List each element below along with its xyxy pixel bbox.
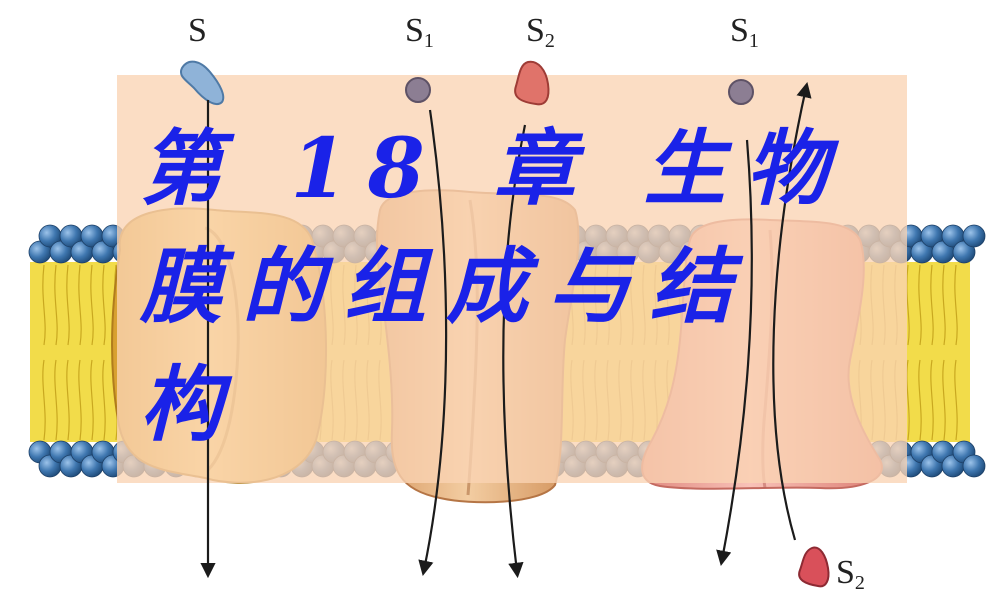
lipid-tail [42,264,46,441]
solute-s-blue-icon [180,60,225,106]
label-s1-right-text: S [730,12,749,49]
solute-s1-icon [405,77,431,103]
lipid-tail [942,264,946,441]
lipid-head [962,454,986,478]
label-s2-bottom-sub: 2 [854,572,865,594]
label-s2-bottom-text: S [836,554,855,591]
lipid-tail [90,264,94,441]
label-s2-bottom: S2 [836,554,865,594]
transport-arrows [200,81,812,579]
arrow-s2-symport [502,124,527,579]
label-s1-mid-sub: 1 [423,30,434,52]
lipid-tail [930,264,934,441]
lipid-tail [66,264,70,441]
lipid-tail [102,264,106,441]
label-s1-right-sub: 1 [748,30,759,52]
label-s1-mid-text: S [405,12,424,49]
solute-s1-right-icon [728,79,754,105]
lipid-tail [918,264,922,441]
label-s1-right: S1 [730,12,759,52]
label-s2-mid-text: S [526,12,545,49]
arrow-s1-antiport [716,139,753,567]
solute-s2-bottom-icon [798,546,830,588]
lipid-tail [78,264,82,441]
arrow-s1-symport [418,109,448,577]
chapter-title: 第 18 章 生物膜的组成与结构 [140,121,848,453]
label-s-text: S [188,12,207,49]
lipid-tail [906,264,910,441]
label-s2-mid-sub: 2 [544,30,555,52]
arrow-s2-antiport [772,81,812,541]
solute-s2-icon [514,60,550,106]
label-s1-mid: S1 [405,12,434,52]
lipid-head [962,224,986,248]
lipid-tail [54,264,58,441]
label-s: S [188,14,207,48]
label-s2-mid: S2 [526,12,555,52]
lipid-tail [954,264,958,441]
